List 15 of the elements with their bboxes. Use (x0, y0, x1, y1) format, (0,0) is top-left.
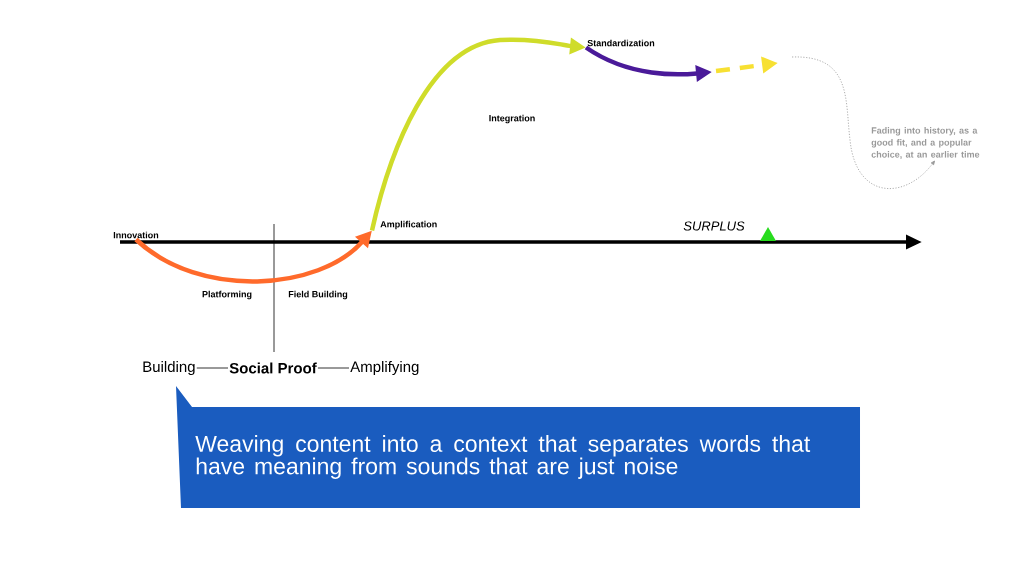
leader-line (791, 56, 935, 189)
stage-label: Field Building (287, 289, 349, 301)
callout-box: Weaving content into a context that separates words that have meaning from sounds that are just noise (176, 386, 860, 508)
stage-label: Innovation (113, 231, 159, 239)
stage-word: Social Proof (229, 362, 317, 374)
stage-label: Standardization (587, 39, 655, 47)
connector-line (317, 367, 350, 369)
stage-label: Platforming (201, 289, 253, 301)
stage-label: Integration (487, 113, 537, 125)
stage-word: Amplifying (350, 361, 419, 375)
note-text: Fading into history, as a good fit, and a popular choice, at an earlier time (871, 127, 980, 159)
axis-label: SURPLUS (682, 220, 746, 232)
stage-label: Amplification (380, 220, 437, 230)
connector-line (196, 367, 229, 369)
stage-word: Building (143, 361, 195, 375)
